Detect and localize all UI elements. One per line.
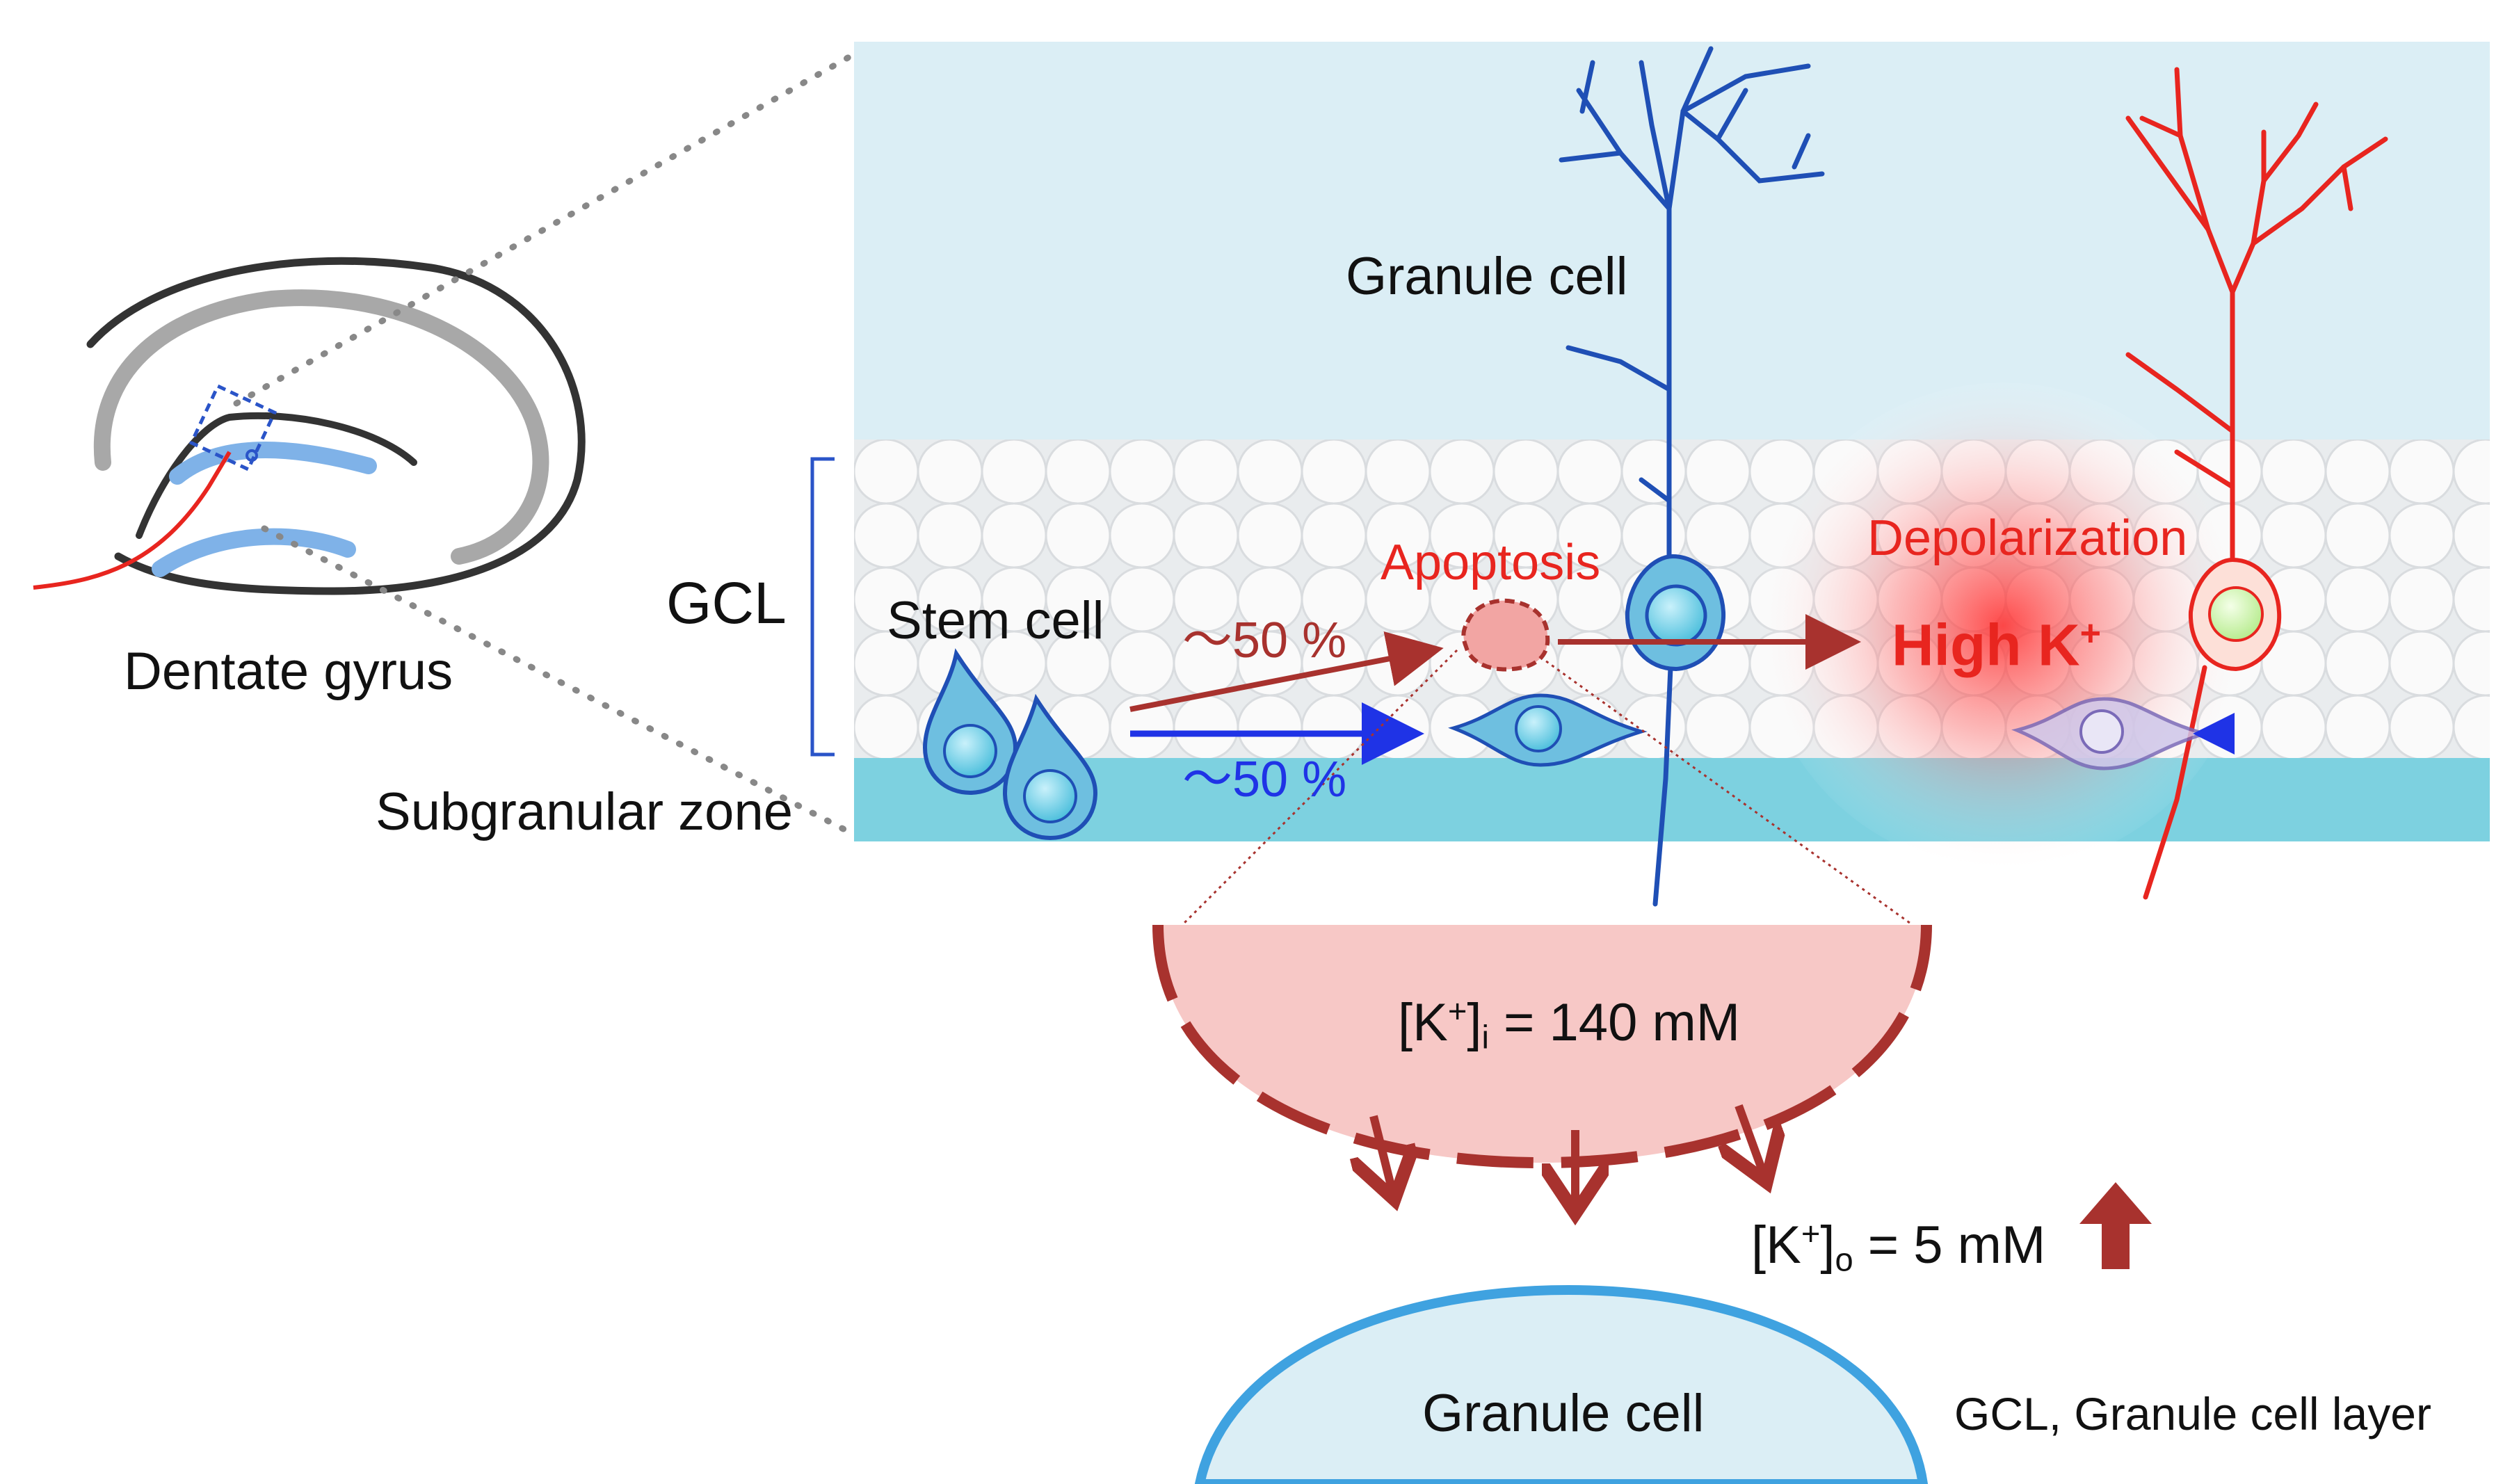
apoptosis-percent-label: ～50 % (1182, 613, 1347, 668)
apoptotic-cell-enlarged (1158, 925, 1926, 1163)
apoptosis-zoom-left (1181, 649, 1458, 926)
efflux-arrow-3 (1739, 1104, 1766, 1182)
depolarization-label: Depolarization (1867, 510, 2188, 566)
survival-percent-label: ～50 % (1182, 752, 1347, 807)
granule-layer-upper (169, 442, 377, 485)
tissue-panel (854, 42, 2490, 869)
dentate-gyrus-label: Dentate gyrus (124, 642, 453, 701)
faded-newborn-nucleus (2079, 709, 2124, 754)
granule-cell-label-bottom: Granule cell (1422, 1384, 1705, 1443)
dentate-gyrus-inset (33, 257, 586, 595)
apoptosis-label: Apoptosis (1381, 535, 1601, 590)
zoom-line-bottom (261, 525, 858, 838)
zoom-box-cell (246, 449, 258, 462)
newborn-neuron-nucleus (1515, 705, 1562, 752)
hippocampus-outline (86, 257, 586, 595)
granule-layer-lower (152, 528, 356, 577)
intracellular-k-label: [K+]i = 140 mM (1398, 992, 1741, 1056)
apoptosis-arrow (1129, 631, 1444, 712)
stem-cell-label: Stem cell (887, 591, 1104, 650)
cornu-ammonis-band (93, 289, 549, 565)
mature-granule-cell (1559, 46, 1825, 907)
high-k-label: High K+ (1892, 612, 2102, 678)
bottom-granule-cell (1194, 1284, 1929, 1484)
zoom-box (188, 383, 277, 472)
increase-arrow-icon (2079, 1182, 2152, 1269)
stem-cells (922, 648, 1098, 841)
red-neuron-in-inset (33, 451, 232, 590)
extracellular-k-label: [K+]o = 5 mM (1751, 1215, 2046, 1278)
subgranular-zone-band (854, 758, 2490, 841)
apoptotic-membrane-dashed (1152, 924, 1932, 1169)
gcl-bracket (810, 457, 835, 757)
stem-cell-2-nucleus (1023, 769, 1077, 823)
depolarized-granule-nucleus (2208, 586, 2264, 642)
stem-cell-1-nucleus (943, 724, 997, 778)
inner-gray-line (136, 412, 417, 539)
granule-cell-label-top: Granule cell (1346, 247, 1628, 306)
apoptotic-cell (1461, 598, 1550, 672)
mature-granule-nucleus (1645, 584, 1707, 647)
depolarized-granule-cell (2125, 67, 2388, 900)
efflux-arrow-1 (1374, 1115, 1394, 1200)
legend-abbreviation: GCL, Granule cell layer (1954, 1388, 2431, 1439)
subgranular-zone-label: Subgranular zone (376, 782, 793, 841)
gcl-label: GCL (666, 570, 787, 636)
zoom-line-top (233, 51, 858, 407)
